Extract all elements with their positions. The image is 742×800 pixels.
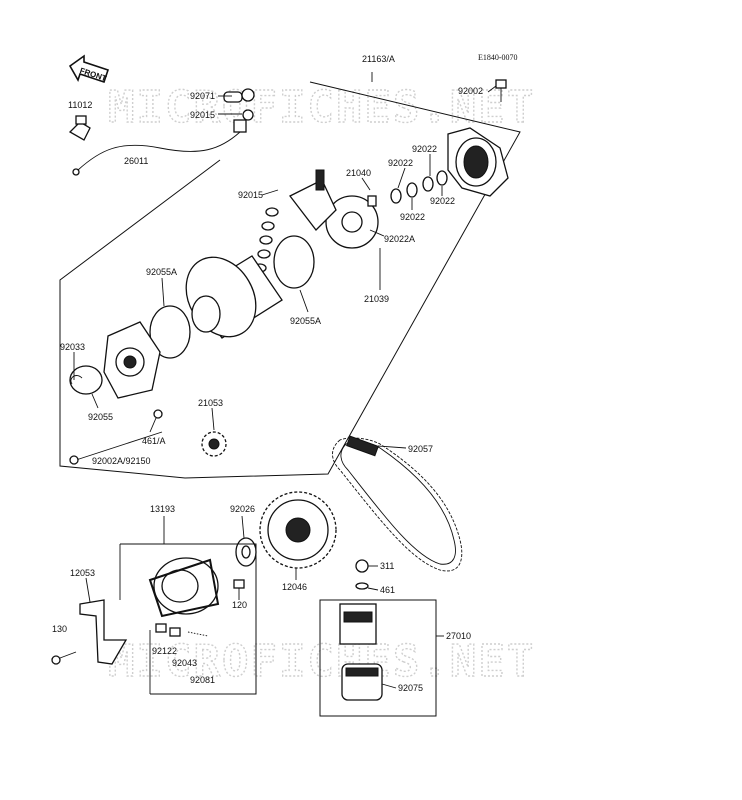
label-461: 461: [380, 585, 395, 595]
label-92033: 92033: [60, 342, 85, 352]
label-12053: 12053: [70, 568, 95, 578]
label-461A: 461/A: [142, 436, 166, 446]
label-92055: 92055: [88, 412, 113, 422]
nut-311: [355, 559, 369, 573]
label-21163A: 21163/A: [362, 54, 395, 64]
label-92022-4: 92022: [430, 196, 455, 206]
boot-11012: [68, 115, 91, 141]
label-311: 311: [380, 561, 394, 571]
label-21039: 21039: [364, 294, 389, 304]
label-11012: 11012: [68, 100, 92, 110]
label-26011: 26011: [124, 156, 148, 166]
label-92075: 92075: [398, 683, 423, 693]
label-13193: 13193: [150, 504, 175, 514]
washer-461A: [153, 409, 163, 419]
front-arrow-icon: FRONT: [68, 54, 110, 83]
fitting-92071: [223, 88, 255, 121]
label-92015-upper: 92015: [190, 110, 215, 120]
clutch-frame: [120, 543, 257, 695]
label-92002A-92150: 92002A/92150: [92, 456, 151, 466]
relay-cover-92075: [341, 663, 383, 701]
terminal-plate: [289, 169, 337, 231]
chain-92057: [332, 435, 463, 572]
label-92055A-lower: 92055A: [146, 267, 177, 277]
label-92055A-upper: 92055A: [290, 316, 321, 326]
front-cover: [103, 321, 161, 399]
watermark-bottom: MICROFICHES.NET: [108, 636, 535, 687]
label-92022-3: 92022: [400, 212, 425, 222]
sprocket-12046: [259, 491, 337, 569]
label-92022-2: 92022: [388, 158, 413, 168]
clip-92033: [70, 375, 83, 385]
bolt-92002: [495, 79, 507, 102]
diagram-code: E1840-0070: [478, 53, 518, 62]
relay-frame: [319, 599, 437, 717]
washer-461: [355, 582, 369, 590]
relay-27010: [339, 603, 377, 645]
bolt-120: [233, 579, 245, 600]
starter-clutch-13193: [148, 557, 220, 618]
o-ring-92055: [69, 365, 103, 395]
starter-motor-frame: [59, 81, 521, 479]
label-92043: 92043: [172, 658, 197, 668]
bolt-130: [51, 651, 77, 665]
label-92015-lower: 92015: [238, 190, 263, 200]
o-ring-92055A-lower: [149, 305, 191, 359]
leader-lines: [73, 85, 497, 689]
label-92022A: 92022A: [384, 234, 415, 244]
roller-92122: [155, 623, 167, 633]
watermark-top: MICROFICHES.NET: [108, 82, 535, 133]
washers-92015: [253, 207, 279, 273]
label-21040: 21040: [346, 168, 371, 178]
label-120: 120: [232, 600, 247, 610]
brush-holder-21039: [325, 195, 379, 249]
washers-92022: [390, 170, 448, 204]
label-130: 130: [52, 624, 67, 634]
roller-92043: [169, 627, 181, 637]
label-92122: 92122: [152, 646, 177, 656]
label-27010: 27010: [446, 631, 471, 641]
long-bolt-92002A: [69, 431, 163, 465]
o-ring-92055A-upper: [273, 235, 315, 289]
label-92071: 92071: [190, 91, 215, 101]
label-92022-1: 92022: [412, 144, 437, 154]
spring-92081: [187, 631, 209, 637]
label-92026: 92026: [230, 504, 255, 514]
motor-body: [185, 255, 283, 339]
label-21053: 21053: [198, 398, 223, 408]
end-cover: [447, 127, 509, 197]
label-92002: 92002: [458, 86, 483, 96]
label-92081: 92081: [190, 675, 215, 685]
bracket-12053: [79, 599, 128, 665]
label-12046: 12046: [282, 582, 307, 592]
cable-26011: [72, 119, 247, 176]
part-labels: 21163/A 92002 11012 92071 92015 26011 92…: [52, 54, 483, 693]
label-92057: 92057: [408, 444, 433, 454]
gear-21053: [201, 431, 227, 457]
